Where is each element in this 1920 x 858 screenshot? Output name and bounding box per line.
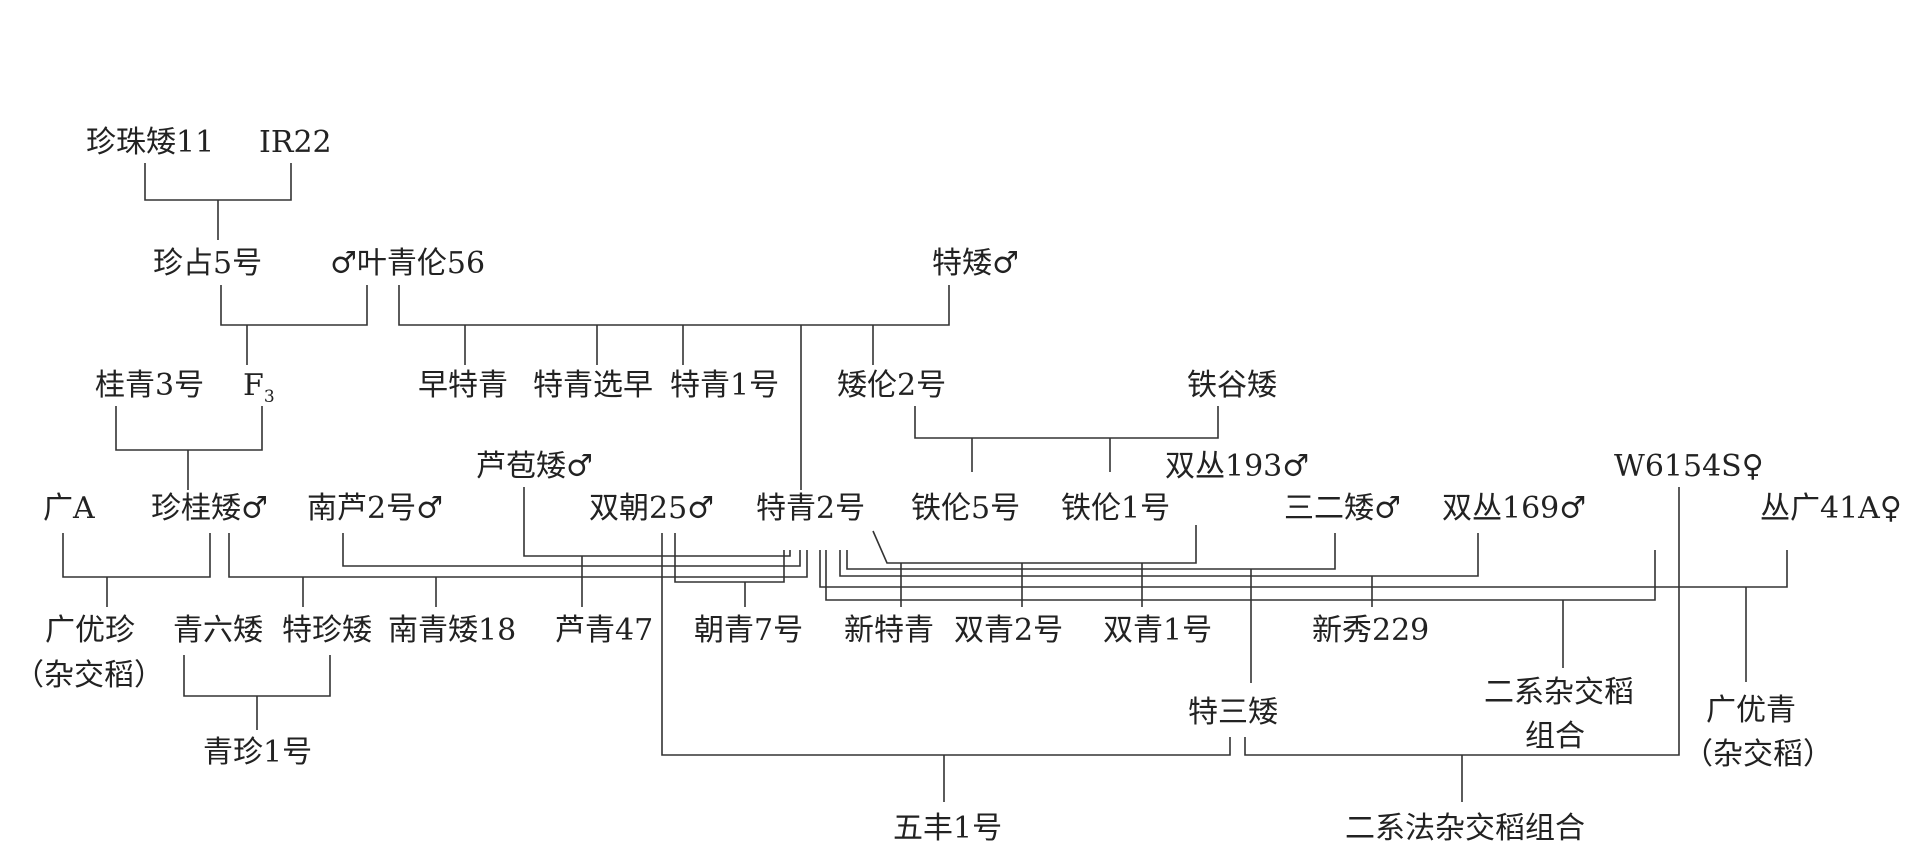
edge-cross-qingliu-tezhen <box>183 655 331 730</box>
node-zhenzhan5: 珍占5号 <box>153 246 262 281</box>
edge-route-shuangchao-wufeng <box>661 533 1231 802</box>
node-teqing2: 特青2号 <box>756 491 865 526</box>
node-tieguai: 铁谷矮 <box>1187 368 1277 403</box>
edge-route-shuangcong169 <box>839 533 1479 607</box>
node-tesanai: 特三矮 <box>1188 695 1278 730</box>
node-guangyouqing: 广优青 <box>1706 693 1796 728</box>
edge-route-sanerai <box>846 533 1336 570</box>
edge-route-w6154s-erxifa <box>1244 487 1680 802</box>
edge-cross-yeqing-teai <box>398 285 950 326</box>
node-tielun5: 铁伦5号 <box>911 491 1020 526</box>
node-qingliuai: 青六矮 <box>173 613 263 648</box>
node-f3: F3 <box>243 368 275 407</box>
node-guangyouzhen-note: （杂交稻） <box>14 658 164 693</box>
node-xinxiu229: 新秀229 <box>1312 613 1429 648</box>
node-teqingxuanzao: 特青选早 <box>533 368 653 403</box>
node-erxi-combo-line1: 二系杂交稻 <box>1484 675 1634 710</box>
node-nanlu2: 南芦2号♂ <box>307 491 443 526</box>
edge-cross-zhenzhuai-ir22 <box>144 163 292 240</box>
node-ailun2: 矮伦2号 <box>837 368 946 403</box>
node-teqing1: 特青1号 <box>670 368 779 403</box>
edge-route-shuangchao-chaoqing <box>674 533 785 607</box>
node-erxi-combo-line2: 组合 <box>1525 719 1585 754</box>
node-guangyouzhen: 广优珍 <box>45 613 135 648</box>
node-labels: 珍珠矮11 IR22 珍占5号 ♂叶青伦56 特矮♂ 桂青3号 F3 早特青 特… <box>14 125 1902 846</box>
node-shuangcong169: 双丛169♂ <box>1442 491 1586 526</box>
node-guiqing3: 桂青3号 <box>95 368 204 403</box>
node-lubaoai: 芦苞矮♂ <box>476 449 593 484</box>
node-tielun1: 铁伦1号 <box>1061 491 1170 526</box>
edge-route-lubaoai-teqing2 <box>523 487 791 607</box>
node-zhenguiai: 珍桂矮♂ <box>151 491 268 526</box>
node-luqing47: 芦青47 <box>555 613 653 648</box>
node-yeqinglun56: ♂叶青伦56 <box>330 246 485 281</box>
node-w6154s: W6154S♀ <box>1614 449 1764 484</box>
node-xinteqing: 新特青 <box>844 613 934 648</box>
node-shuangqing2: 双青2号 <box>954 613 1063 648</box>
edge-route-zhenguiai-teqing2 <box>228 533 808 578</box>
node-tezhenai: 特珍矮 <box>282 613 372 648</box>
node-guangyouqing-note: （杂交稻） <box>1683 737 1833 772</box>
edge-route-teqing2-xinteqing <box>872 525 1197 607</box>
node-zaoteqing: 早特青 <box>418 368 508 403</box>
node-nanqingai18: 南青矮18 <box>388 613 516 648</box>
edge-route-teqing2-chain <box>825 550 1656 601</box>
edge-cross-guiqing-f3 <box>115 406 263 490</box>
node-shuangqing1: 双青1号 <box>1103 613 1212 648</box>
connector-lines <box>62 163 1788 802</box>
node-sanerai: 三二矮♂ <box>1284 491 1401 526</box>
node-congguang41a: 丛广41A♀ <box>1760 491 1902 526</box>
node-guanga: 广A <box>43 491 95 526</box>
node-chaoqing7: 朝青7号 <box>694 613 803 648</box>
node-qingzhen1: 青珍1号 <box>203 735 312 770</box>
node-wufeng1: 五丰1号 <box>893 811 1002 846</box>
node-zhenzhuai11: 珍珠矮11 <box>86 125 214 160</box>
edge-route-nanlu2-teqing2 <box>342 533 801 567</box>
edge-route-teqing2-conggguang <box>819 550 1788 588</box>
edge-cross-zhenzhan-yeqing <box>220 285 368 365</box>
node-ir22: IR22 <box>259 125 332 160</box>
edge-cross-guanga-zhenguiai <box>62 533 211 607</box>
edge-cross-ailun-tieguai <box>914 406 1219 439</box>
node-shuangcong193: 双丛193♂ <box>1165 449 1309 484</box>
node-erxifa-combo: 二系法杂交稻组合 <box>1345 811 1585 846</box>
node-shuangchao25: 双朝25♂ <box>589 491 714 526</box>
node-teai: 特矮♂ <box>932 246 1019 281</box>
